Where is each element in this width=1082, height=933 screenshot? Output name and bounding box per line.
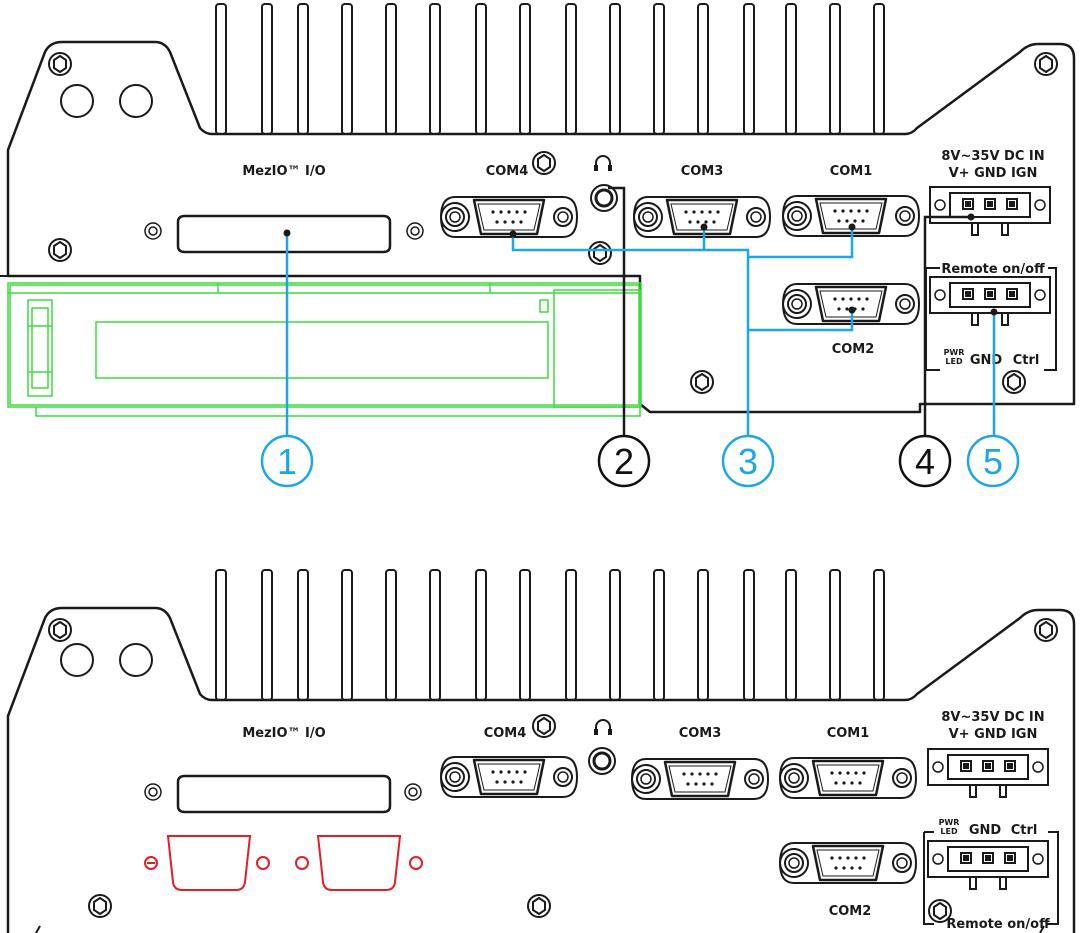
com4-label: COM4	[484, 726, 527, 741]
led-label: LED	[945, 357, 963, 366]
com3-label: COM3	[679, 726, 722, 741]
pwr-label: PWR	[939, 818, 960, 827]
placeholder-serial-right	[295, 835, 423, 891]
com3-label: COM3	[681, 164, 724, 179]
gnd-label: GND	[970, 353, 1003, 368]
remote-bracket	[923, 831, 1059, 925]
callout-leaders	[283, 186, 998, 437]
callout-5: 5	[966, 434, 1020, 488]
dcin-label-line1: 8V~35V DC IN	[941, 149, 1044, 164]
top-view: MezIO™ I/O COM4 COM3 COM1 COM2 8V~35V DC…	[0, 3, 1076, 488]
dcin-label-line2: V+ GND IGN	[949, 727, 1038, 742]
com1-label: COM1	[830, 164, 873, 179]
mezio-connector	[176, 774, 392, 814]
feet	[35, 925, 1045, 933]
callout-4: 4	[898, 434, 952, 488]
com4-label: COM4	[486, 164, 529, 179]
mount-hole	[60, 84, 94, 118]
placeholder-serial-left	[144, 835, 270, 891]
callout-1: 1	[260, 434, 314, 488]
chassis-outline	[6, 40, 1076, 414]
callout-number: 1	[277, 441, 297, 482]
dcin-label-line1: 8V~35V DC IN	[941, 710, 1044, 725]
callout-2: 2	[597, 434, 651, 488]
gnd-label: GND	[969, 823, 1002, 838]
com2-label: COM2	[829, 904, 872, 919]
bottom-view: MezIO™ I/O COM4 COM3 COM1 COM2 8V~35V DC…	[6, 569, 1076, 933]
callout-number: 2	[614, 441, 634, 482]
mount-hole	[60, 643, 94, 677]
callout-number: 5	[983, 441, 1003, 482]
mount-hole	[119, 84, 153, 118]
com2-label: COM2	[832, 342, 875, 357]
callout-number: 4	[915, 441, 935, 482]
mezio-label: MezIO™ I/O	[242, 164, 325, 179]
ctrl-label: Ctrl	[1013, 353, 1040, 368]
callout-number: 3	[738, 441, 758, 482]
remote-label: Remote on/off	[946, 917, 1050, 932]
remote-label: Remote on/off	[941, 262, 1045, 277]
green-module	[7, 282, 642, 417]
com1-label: COM1	[827, 726, 870, 741]
led-label: LED	[940, 827, 958, 836]
ctrl-label: Ctrl	[1011, 823, 1038, 838]
pwr-label: PWR	[944, 348, 965, 357]
mezio-label: MezIO™ I/O	[242, 726, 325, 741]
dcin-label-line2: V+ GND IGN	[949, 166, 1038, 181]
callout-3: 3	[721, 434, 775, 488]
mount-hole	[119, 643, 153, 677]
heatsink-fins	[215, 3, 885, 135]
heatsink-fins	[215, 569, 885, 701]
